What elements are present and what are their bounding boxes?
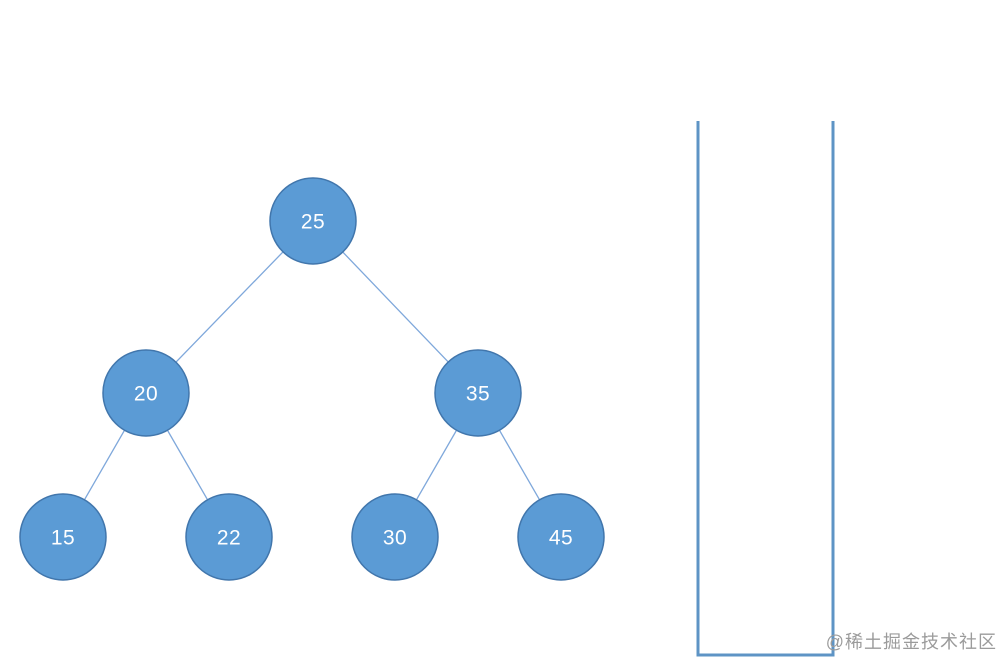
watermark-text: @稀土掘金技术社区 [825,632,997,652]
tree-node-value-15: 15 [51,526,75,549]
tree-node-value-20: 20 [134,382,158,405]
tree-node-value-25: 25 [301,210,325,233]
tree-node-25: 25 [269,177,357,265]
tree-node-30: 30 [351,493,439,581]
tree-node-circle-35 [434,349,522,437]
tree-node-circle-15 [19,493,107,581]
tree-node-35: 35 [434,349,522,437]
tree-node-circle-20 [102,349,190,437]
tree-node-circle-22 [185,493,273,581]
tree-node-22: 22 [185,493,273,581]
tree-node-15: 15 [19,493,107,581]
tree-node-45: 45 [517,493,605,581]
tree-node-value-35: 35 [466,382,490,405]
tree-node-value-30: 30 [383,526,407,549]
tree-node-value-45: 45 [549,526,573,549]
tree-node-circle-45 [517,493,605,581]
tree-node-circle-30 [351,493,439,581]
tree-node-value-22: 22 [217,526,241,549]
tree-node-circle-25 [269,177,357,265]
tree-node-20: 20 [102,349,190,437]
stack-outline [696,121,835,657]
